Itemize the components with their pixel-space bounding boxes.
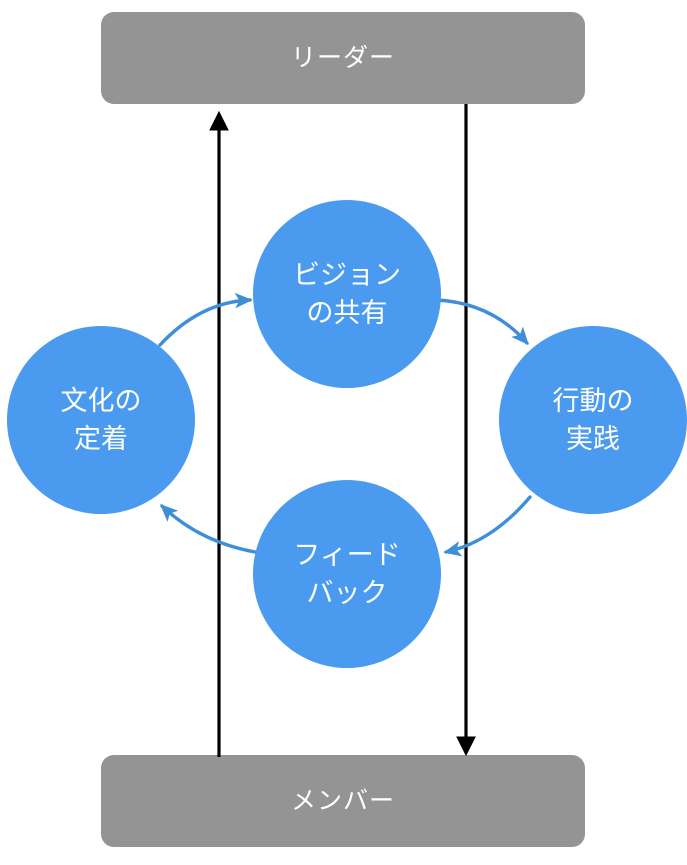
action-to-feedback-arrow xyxy=(443,495,532,557)
member-box[interactable] xyxy=(101,755,585,847)
feedback-circle[interactable] xyxy=(253,480,441,668)
action-practice-circle[interactable] xyxy=(499,326,687,514)
vision-sharing-circle[interactable] xyxy=(253,200,441,388)
feedback-to-culture-arrow xyxy=(160,504,257,554)
culture-establishment-circle[interactable] xyxy=(7,326,195,514)
culture-to-vision-arrow xyxy=(158,292,253,347)
vision-to-action-arrow xyxy=(435,298,529,345)
leader-box[interactable] xyxy=(101,12,585,104)
